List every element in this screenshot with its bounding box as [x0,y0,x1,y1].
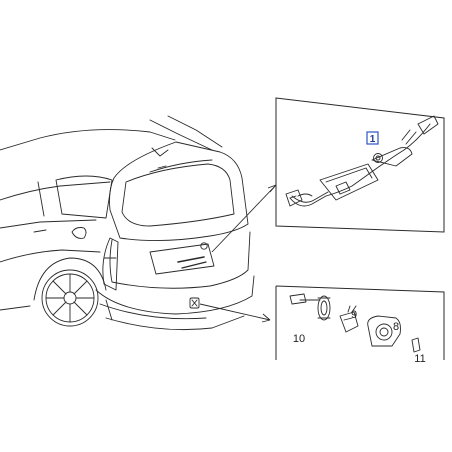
leader-lines [199,184,277,323]
callout-label-1: 1 [370,134,376,145]
callout-box-1 [366,131,379,145]
vehicle-illustration [0,115,255,331]
callout-label-10: 10 [293,333,305,345]
callout-label-8: 8 [393,321,399,333]
callout-label-9: 9 [351,309,357,321]
callout-label-11: 11 [414,353,425,365]
detail-panel-sensor-parts: 9 8 10 11 [275,285,445,365]
detail-panel-camera: 1 [275,97,445,233]
